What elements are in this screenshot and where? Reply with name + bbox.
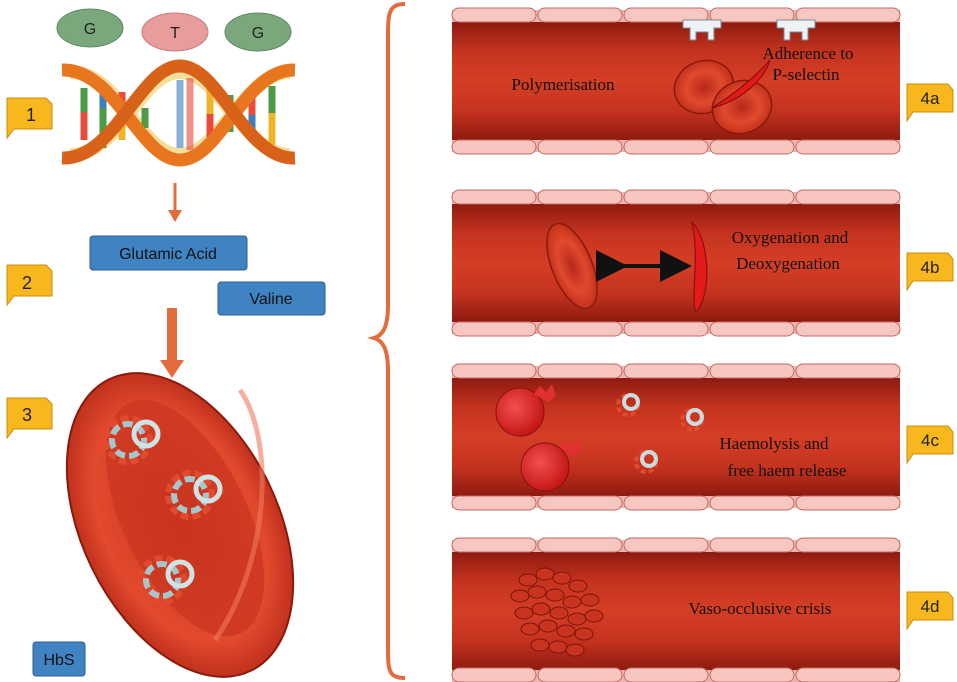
codon-3-letter: G: [252, 25, 264, 42]
step-tag-2-label: 2: [22, 273, 32, 293]
glutamic-acid-label: Glutamic Acid: [119, 246, 217, 263]
hbs-label: HbS: [43, 652, 74, 669]
step-tag-4a-label: 4a: [921, 89, 940, 108]
step-tag-4b-label: 4b: [921, 258, 940, 277]
step-tag-4d-label: 4d: [921, 597, 940, 616]
step-tag-3: 3: [6, 397, 53, 440]
vessel-panel-c: Haemolysis and free haem release: [451, 363, 901, 511]
haemolysis-label-line2: free haem release: [728, 461, 847, 480]
step-tag-2: 2: [6, 264, 53, 307]
adherence-label-line1: Adherence to: [762, 44, 853, 63]
lysed-red-cell-icon: [520, 438, 582, 492]
arrow-down-icon: [168, 183, 182, 222]
codon-2-letter: T: [170, 25, 180, 42]
hbs-label-box: HbS: [32, 641, 86, 677]
polymerisation-label: Polymerisation: [512, 75, 615, 94]
step-tag-4a: 4a: [906, 83, 954, 123]
step-tag-4c-label: 4c: [921, 431, 939, 450]
vessel-panel-b: Oxygenation and Deoxygenation: [451, 189, 901, 337]
arrow-down-icon: [160, 308, 184, 378]
step-tag-4d: 4d: [906, 591, 954, 631]
codon-1: G: [56, 8, 124, 48]
vaso-occlusive-label: Vaso-occlusive crisis: [688, 599, 831, 618]
step-tag-4b: 4b: [906, 252, 954, 292]
step-tag-3-label: 3: [22, 405, 32, 425]
step-tag-1: 1: [6, 97, 53, 140]
hbs-protein-icon: [103, 415, 223, 605]
free-haem-icon: [616, 393, 704, 474]
codon-2: T: [141, 12, 209, 52]
step-tag-1-label: 1: [26, 105, 36, 125]
oxygenation-label-line2: Deoxygenation: [736, 254, 840, 273]
vessel-panel-d: Vaso-occlusive crisis: [451, 537, 901, 682]
curly-brace: [367, 2, 406, 680]
vessel-panel-a: Polymerisation Adherence to P-selectin: [451, 7, 901, 155]
glutamic-acid-box: Glutamic Acid: [89, 235, 248, 271]
cell-clot-icon: [510, 567, 604, 657]
oxygenation-label-line1: Oxygenation and: [732, 228, 849, 247]
red-blood-cell-hbs: [65, 372, 295, 678]
p-selectin-icon: [682, 19, 816, 41]
codon-1-letter: G: [84, 21, 96, 38]
valine-label: Valine: [249, 291, 292, 308]
adherence-label-line2: P-selectin: [772, 65, 840, 84]
step-tag-4c: 4c: [906, 425, 954, 465]
haemolysis-label-line1: Haemolysis and: [719, 434, 829, 453]
lysed-red-cell-icon: [495, 384, 556, 437]
codon-3: G: [224, 12, 292, 52]
valine-box: Valine: [217, 281, 326, 316]
dna-helix-icon: [61, 59, 296, 167]
